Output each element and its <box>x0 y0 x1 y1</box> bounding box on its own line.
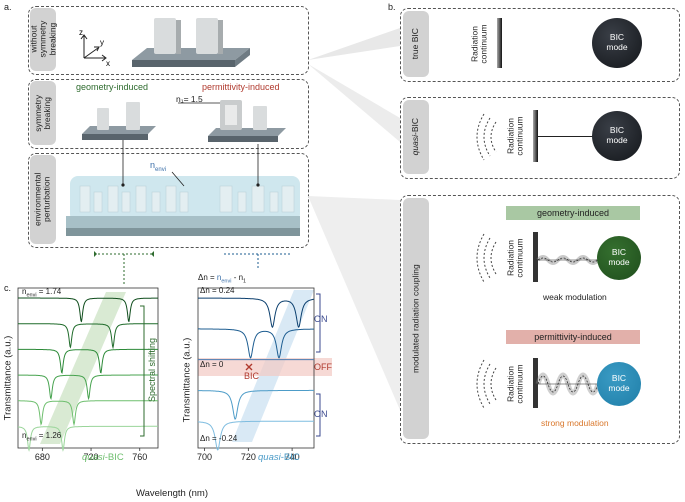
dn-top-label: Δn = 0.24 <box>200 286 235 295</box>
left-spectrum-chart: 680 720 760 <box>17 287 159 462</box>
connector-lines <box>94 140 290 286</box>
axes-icon <box>80 34 107 62</box>
right-ylabel: Transmittance (a.u.) <box>181 337 193 423</box>
bic-marker-label: BIC <box>244 371 260 381</box>
guide-band <box>40 292 126 444</box>
plot-frame <box>17 287 159 449</box>
dn-formula: Δn = nenvi - n1 <box>198 273 247 285</box>
weak-modulation-label: weak modulation <box>543 292 607 302</box>
spectrum-line-3 <box>198 389 314 420</box>
spectral-shifting-label: Spectral shifting <box>147 337 157 403</box>
true-bic-panel <box>400 8 680 82</box>
symmetry-breaking-image <box>82 100 286 142</box>
true-bic-tab-text: true BIC <box>410 28 421 60</box>
left-ylabel: Transmittance (a.u.) <box>2 335 14 421</box>
spectrum-line-0 <box>198 297 314 329</box>
x-tick-label: 740 <box>285 452 300 462</box>
quasi-bic-tab-text: quasi-BIC <box>410 118 421 156</box>
on-top-label: ON <box>314 314 328 324</box>
axis-z-label: z <box>79 28 83 37</box>
off-label: OFF <box>314 362 332 372</box>
permittivity-cell <box>208 100 286 142</box>
geometry-header: geometry-induced <box>506 206 640 220</box>
panel-b-letter: b. <box>388 2 396 12</box>
quasi-bic-coupling-line <box>538 136 594 137</box>
spectrum-line-1 <box>18 323 158 350</box>
spectrum-line-4 <box>18 400 158 427</box>
panel-a-row2 <box>28 79 309 149</box>
left-bottom-nenvi: nenvi = 1.26 <box>22 431 62 443</box>
spectrum-line-1 <box>198 328 314 359</box>
permittivity-induced-label: permittivity-induced <box>202 82 280 92</box>
left-quasi-bic-label: quasi-BIC <box>82 452 124 463</box>
panel-a-letter: a. <box>4 2 12 12</box>
permittivity-header: permittivity-induced <box>506 330 640 344</box>
environmental-perturbation-image <box>66 171 300 236</box>
right-quasi-bic-label: quasi-BIC <box>258 452 300 463</box>
quasi-bic-panel <box>400 97 680 179</box>
bic-cross-marker <box>245 363 253 371</box>
off-band <box>198 358 332 376</box>
left-top-nenvi: nenvi = 1.74 <box>22 287 62 299</box>
dn-bot-label: Δn = -0.24 <box>200 434 238 443</box>
spectrum-line-2 <box>18 348 158 374</box>
panel-a-row3 <box>28 153 309 248</box>
on-bot-label: ON <box>314 409 328 419</box>
quasi-bic-tab: quasi-BIC <box>403 100 429 174</box>
geometry-induced-label: geometry-induced <box>76 82 149 92</box>
geometry-cell <box>82 102 156 140</box>
x-tick-label: 720 <box>84 452 99 462</box>
true-bic-barrier <box>497 18 502 68</box>
quasi-bic-waves <box>476 113 497 161</box>
x-axis-label: Wavelength (nm) <box>136 488 208 499</box>
bracket <box>140 305 145 437</box>
modulated-tab: modulated radiation coupling <box>403 198 429 439</box>
modulated-panel <box>400 195 680 444</box>
strong-modulation-label: strong modulation <box>541 418 609 428</box>
n1-label: n₁= 1.5 <box>176 94 203 104</box>
right-spectrum-chart: 700 720 740 <box>197 287 332 462</box>
x-tick-label: 760 <box>132 452 147 462</box>
dn-mid-label: Δn = 0 <box>200 360 224 369</box>
panel-c-letter: c. <box>4 283 12 293</box>
spectrum-line-5 <box>17 425 158 452</box>
modulated-tab-text: modulated radiation coupling <box>410 264 421 373</box>
spectrum-line-3 <box>18 374 158 401</box>
panel-a-row1 <box>28 6 309 75</box>
weak-modulation-diagram <box>476 232 600 283</box>
spectrum-line-0 <box>18 297 158 323</box>
unit-cell-image: z y x <box>79 18 250 68</box>
quasi-bic-barrier <box>533 110 538 162</box>
nenvi-label: nenvi <box>150 160 167 173</box>
bracket <box>316 293 321 353</box>
x-tick-label: 700 <box>197 452 212 462</box>
bracket <box>316 393 321 437</box>
true-bic-tab: true BIC <box>403 11 429 77</box>
x-tick-label: 680 <box>35 452 50 462</box>
spectrum-line-4 <box>198 420 314 451</box>
axis-x-label: x <box>106 59 110 68</box>
plot-frame <box>197 287 315 449</box>
projection-fans <box>308 28 400 410</box>
x-tick-label: 720 <box>241 452 256 462</box>
axis-y-label: y <box>100 38 104 47</box>
strong-modulation-diagram <box>476 358 601 409</box>
